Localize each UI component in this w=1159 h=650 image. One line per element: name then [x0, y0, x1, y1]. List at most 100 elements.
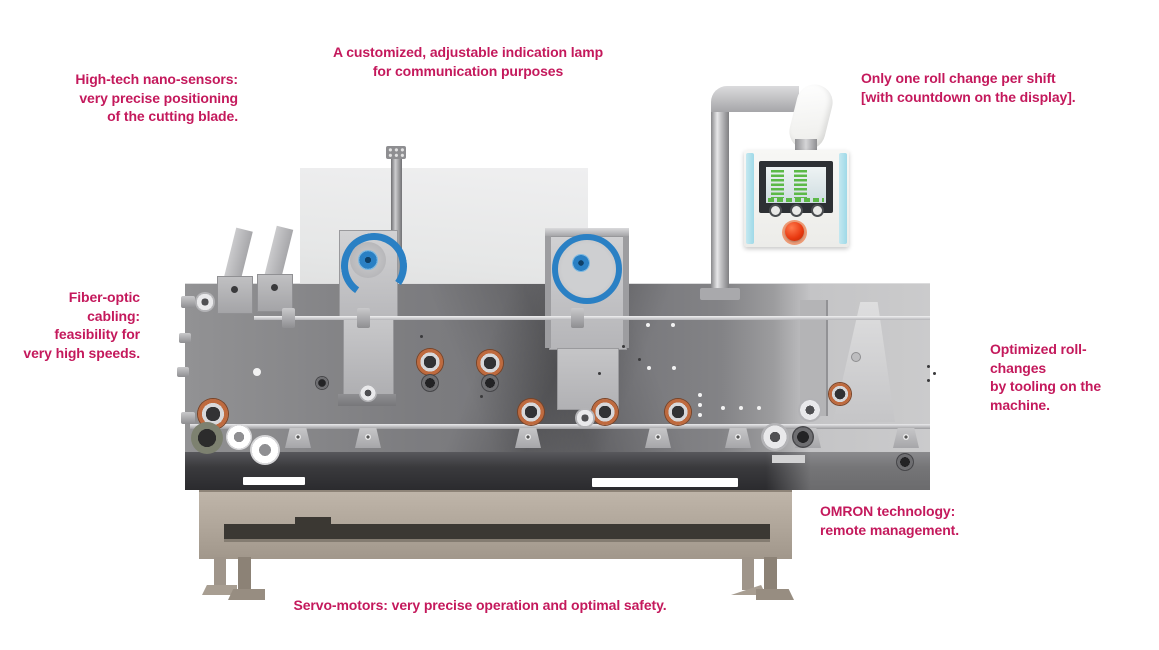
machine-foot	[756, 589, 794, 600]
side-knob	[181, 296, 195, 308]
roller-silver	[761, 423, 789, 451]
rod-clamp	[571, 308, 584, 328]
hmi-bargraph-right	[794, 170, 807, 198]
plate-hole	[647, 366, 651, 370]
plate-hole	[721, 406, 725, 410]
roller-green	[191, 422, 223, 454]
bolt-dot	[735, 434, 741, 440]
plate-screw	[420, 335, 423, 338]
panel-pole-flange	[700, 288, 740, 300]
bolt-dot	[231, 286, 238, 293]
tension-arm-block	[257, 274, 293, 312]
plate-hole	[646, 323, 650, 327]
roller-orange	[417, 349, 443, 375]
plate-hole	[672, 366, 676, 370]
plate-hole	[253, 368, 261, 376]
panel-pole	[711, 104, 729, 300]
panel-button	[769, 204, 782, 217]
plate-hole	[698, 403, 702, 407]
bolt-dot	[525, 434, 531, 440]
plate-screw	[933, 372, 936, 375]
roller-orange	[477, 350, 503, 376]
annotation-nano-sensors: High-tech nano-sensors: very precise pos…	[75, 71, 238, 125]
bolt-dot	[851, 352, 861, 362]
rail-bracket	[645, 428, 671, 448]
roller-silver	[359, 384, 377, 402]
roller-dark	[481, 374, 499, 392]
roller-dark	[792, 426, 814, 448]
panel-button	[790, 204, 803, 217]
die-station-side-rail	[623, 236, 629, 348]
base-slot	[224, 524, 770, 542]
plate-hole	[698, 393, 702, 397]
annotation-omron: OMRON technology: remote management.	[820, 503, 960, 538]
roller-dark	[421, 374, 439, 392]
label-plate	[772, 455, 805, 463]
roller-dark	[315, 376, 329, 390]
panel-pole-elbow	[711, 86, 799, 112]
rail-bracket	[893, 428, 919, 448]
machine-leg	[214, 557, 226, 590]
machine-foot	[731, 585, 766, 595]
panel-strip-left	[746, 153, 754, 244]
bolt-dot	[903, 434, 909, 440]
annotation-roll-change: Only one roll change per shift [with cou…	[861, 70, 1076, 105]
rail-bracket	[515, 428, 541, 448]
machine-foot	[228, 589, 265, 600]
roller-silver	[575, 408, 595, 428]
plate-hole	[698, 413, 702, 417]
lower-rail	[190, 424, 930, 429]
panel-neck	[795, 139, 817, 153]
rod-clamp	[282, 308, 295, 328]
hmi-bargraph-left	[771, 170, 784, 198]
machine-leg	[742, 557, 754, 590]
roller-silver	[798, 398, 822, 422]
blue-hub	[358, 250, 378, 270]
roller-orange	[665, 399, 691, 425]
tension-arm-block	[217, 276, 253, 314]
plate-screw	[480, 395, 483, 398]
panel-button	[811, 204, 824, 217]
blue-ring	[552, 234, 622, 304]
roller-orange	[592, 399, 618, 425]
plate-screw	[598, 372, 601, 375]
hmi-softkey-row	[768, 198, 824, 202]
machine-leg	[764, 557, 777, 594]
guide-rod	[254, 316, 930, 320]
machine-under-strip	[185, 452, 930, 490]
roller-white	[226, 424, 252, 450]
die-station-rail	[545, 228, 629, 236]
side-knob	[179, 333, 191, 343]
pivot-roller	[195, 292, 215, 312]
die-station-side-rail	[545, 236, 551, 348]
annotation-fiber-optic: Fiber-optic cabling: feasibility for ver…	[23, 289, 140, 361]
indication-lamp-head	[386, 146, 406, 159]
bolt-dot	[271, 284, 278, 291]
annotation-servo-motors: Servo-motors: very precise operation and…	[293, 597, 667, 613]
roller-dark	[896, 453, 914, 471]
under-strip-slot-left	[243, 477, 305, 485]
plate-screw	[927, 365, 930, 368]
plate-hole	[739, 406, 743, 410]
roller-orange	[829, 383, 851, 405]
blue-hub	[572, 254, 590, 272]
rail-bracket	[285, 428, 311, 448]
plate-screw	[927, 379, 930, 382]
rail-bracket	[355, 428, 381, 448]
rod-clamp	[357, 308, 370, 328]
plate-hole	[757, 406, 761, 410]
annotation-optimized-rolls: Optimized roll-changes by tooling on the…	[990, 341, 1102, 413]
side-knob	[181, 412, 195, 424]
bolt-dot	[295, 434, 301, 440]
plate-hole	[671, 323, 675, 327]
annotation-indication-lamp: A customized, adjustable indication lamp…	[332, 44, 604, 79]
roller-orange	[518, 399, 544, 425]
estop-button	[785, 222, 804, 241]
machine-leg	[238, 557, 251, 594]
plate-screw	[622, 345, 625, 348]
bolt-dot	[365, 434, 371, 440]
panel-strip-right	[839, 153, 847, 244]
side-knob	[177, 367, 189, 377]
plate-screw	[638, 358, 641, 361]
